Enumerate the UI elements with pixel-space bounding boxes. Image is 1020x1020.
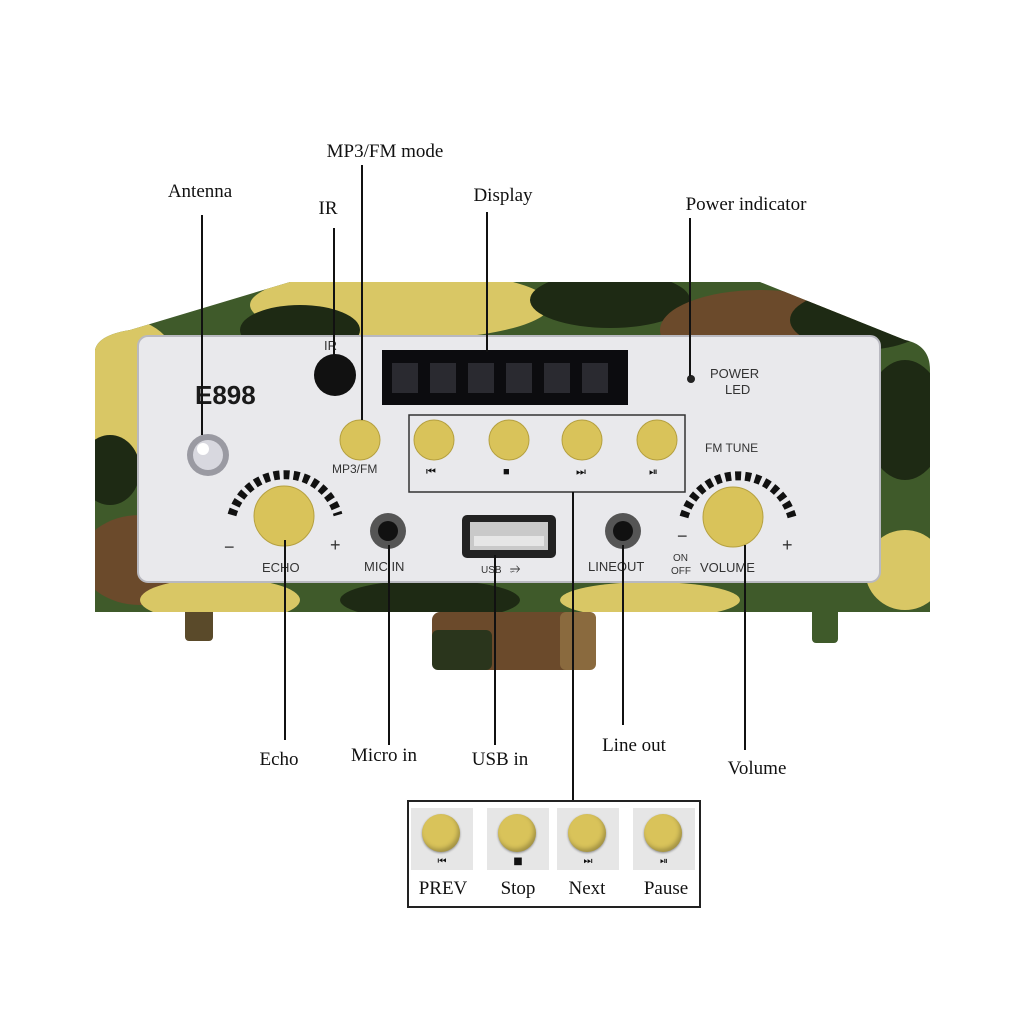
callout-display: Display bbox=[473, 185, 533, 206]
prev-icon: ⏮ bbox=[437, 856, 447, 867]
transport-box bbox=[408, 414, 686, 493]
leader-display bbox=[486, 212, 488, 352]
on-label: ON bbox=[673, 553, 688, 564]
ir-panel-label: IR bbox=[324, 338, 337, 353]
stop-icon: ■ bbox=[503, 466, 510, 478]
callout-echo: Echo bbox=[259, 749, 299, 770]
legend-label-pause: Pause bbox=[643, 878, 689, 899]
transport-caps bbox=[413, 419, 678, 461]
leader-volume bbox=[744, 545, 746, 750]
leader-power bbox=[689, 218, 691, 376]
legend-label-next: Next bbox=[568, 878, 606, 899]
legend-label-prev: PREV bbox=[418, 878, 468, 899]
leader-micro bbox=[388, 545, 390, 745]
power-led-label-1: POWER bbox=[710, 366, 760, 381]
line-out-panel-label: LINEOUT bbox=[588, 559, 645, 574]
leader-ir bbox=[333, 228, 335, 358]
echo-minus: − bbox=[224, 537, 235, 557]
echo-knob-cap bbox=[253, 485, 315, 547]
callout-power-indicator: Power indicator bbox=[685, 194, 807, 215]
leader-antenna bbox=[201, 215, 203, 435]
callout-volume: Volume bbox=[727, 758, 787, 779]
volume-plus: + bbox=[782, 535, 793, 555]
legend-prev-button: ⏮ bbox=[411, 808, 473, 870]
ir-sensor bbox=[314, 354, 356, 396]
off-label: OFF bbox=[671, 566, 691, 577]
legend-stop-button: ■ bbox=[487, 808, 549, 870]
mp3-fm-button-cap bbox=[339, 419, 381, 461]
pause-icon: ⏯ bbox=[660, 856, 668, 867]
echo-panel-label: ECHO bbox=[262, 560, 300, 575]
stop-icon: ■ bbox=[513, 856, 523, 867]
power-led-label-2: LED bbox=[725, 382, 751, 397]
volume-knob-cap bbox=[702, 486, 764, 548]
usb-symbol-icon: ⭌ bbox=[510, 560, 521, 575]
leader-mp3-fm bbox=[361, 165, 363, 420]
next-icon: ⏭ bbox=[576, 466, 586, 478]
display-segments bbox=[392, 363, 608, 393]
legend-next-button: ⏭ bbox=[557, 808, 619, 870]
model-label: E898 bbox=[195, 380, 256, 410]
fm-tune-label: FM TUNE bbox=[705, 441, 759, 455]
callout-mp3-fm-mode: MP3/FM mode bbox=[326, 141, 444, 162]
leader-usb bbox=[494, 555, 496, 745]
transport-legend: ⏮ ■ ⏭ ⏯ PREV Stop Next Pause bbox=[407, 800, 701, 908]
callout-antenna: Antenna bbox=[167, 181, 233, 202]
leader-echo bbox=[284, 540, 286, 740]
mic-in-panel-label: MIC IN bbox=[364, 559, 405, 574]
prev-icon: ⏮ bbox=[426, 466, 436, 478]
callout-usb-in: USB in bbox=[471, 749, 529, 770]
echo-plus: + bbox=[330, 535, 341, 555]
power-led bbox=[687, 375, 695, 383]
next-icon: ⏭ bbox=[583, 856, 593, 867]
leader-transport bbox=[572, 492, 574, 822]
callout-ir: IR bbox=[318, 198, 338, 219]
volume-minus: − bbox=[677, 526, 688, 546]
device-feet bbox=[185, 605, 838, 670]
volume-panel-label: VOLUME bbox=[700, 560, 755, 575]
mp3-fm-panel-label: MP3/FM bbox=[332, 462, 378, 476]
callout-line-out: Line out bbox=[602, 735, 666, 756]
leader-lineout bbox=[622, 545, 624, 725]
legend-label-stop: Stop bbox=[500, 878, 536, 899]
callout-micro-in: Micro in bbox=[351, 745, 417, 766]
legend-pause-button: ⏯ bbox=[633, 808, 695, 870]
play-pause-icon: ⏯ bbox=[649, 466, 658, 478]
usb-panel-label: USB bbox=[481, 565, 502, 576]
